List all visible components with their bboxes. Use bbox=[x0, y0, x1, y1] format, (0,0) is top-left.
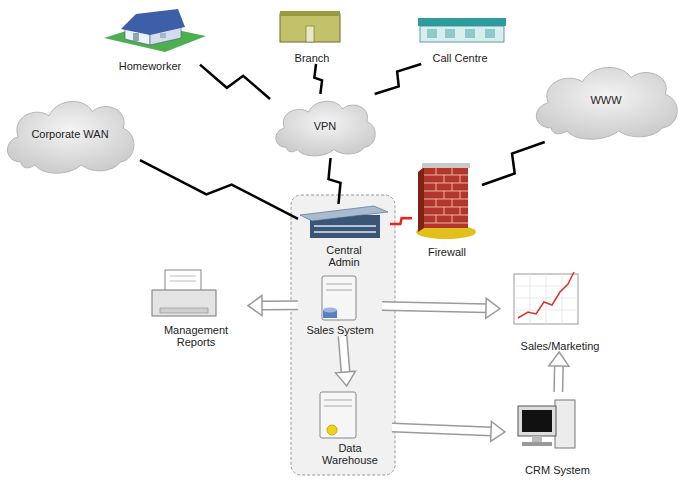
call-centre-icon bbox=[418, 18, 506, 42]
node-label: Homeworker bbox=[119, 60, 181, 72]
icon-node: CRM System bbox=[505, 392, 610, 476]
node-label: Sales System bbox=[306, 324, 373, 336]
data-flow-arrow bbox=[549, 352, 569, 392]
branch-icon bbox=[280, 11, 340, 42]
icon-node: Homeworker bbox=[100, 8, 200, 72]
icon-node: Data Warehouse bbox=[308, 386, 392, 466]
chart-icon bbox=[514, 272, 578, 324]
data-flow-arrow bbox=[336, 336, 356, 386]
node-label: CRM System bbox=[525, 464, 590, 476]
node-label: Data Warehouse bbox=[319, 442, 381, 466]
house-icon bbox=[104, 9, 206, 52]
icon-node: Sales System bbox=[298, 274, 382, 336]
data-flow-arrow bbox=[382, 298, 500, 318]
icon-node: Central Admin bbox=[298, 204, 390, 268]
firewall-icon bbox=[416, 163, 476, 239]
node-label: Call Centre bbox=[432, 52, 487, 64]
node-label: VPN bbox=[314, 120, 337, 132]
network-link bbox=[390, 218, 412, 224]
data-flow-arrow bbox=[248, 296, 298, 316]
computer-icon bbox=[518, 400, 575, 448]
network-link bbox=[329, 158, 341, 204]
network-link bbox=[200, 65, 270, 99]
network-link bbox=[375, 64, 422, 94]
node-label: Branch bbox=[295, 52, 330, 64]
icon-node: Firewall bbox=[412, 160, 482, 258]
node-label: Central Admin bbox=[319, 244, 369, 268]
data-flow-arrow bbox=[392, 421, 505, 441]
node-label: Management Reports bbox=[156, 324, 236, 348]
network-cloud: WWW bbox=[528, 58, 684, 142]
network-link bbox=[140, 160, 298, 219]
node-label: Corporate WAN bbox=[31, 128, 108, 140]
server-icon bbox=[322, 276, 356, 320]
node-label: Firewall bbox=[428, 246, 466, 258]
network-cloud: VPN bbox=[270, 94, 380, 158]
node-label: Sales/Marketing bbox=[521, 340, 600, 352]
network-cloud: Corporate WAN bbox=[0, 92, 140, 176]
building-icon bbox=[300, 206, 388, 238]
icon-node: Sales/Marketing bbox=[500, 268, 620, 352]
printer-icon bbox=[152, 270, 216, 316]
network-link bbox=[482, 142, 545, 185]
icon-node: Call Centre bbox=[410, 14, 510, 64]
server-icon bbox=[320, 392, 356, 438]
icon-node: Management Reports bbox=[144, 264, 248, 348]
node-label: WWW bbox=[590, 94, 621, 106]
server-group-frame bbox=[291, 195, 395, 475]
icon-node: Branch bbox=[276, 8, 348, 64]
network-link bbox=[314, 64, 322, 94]
